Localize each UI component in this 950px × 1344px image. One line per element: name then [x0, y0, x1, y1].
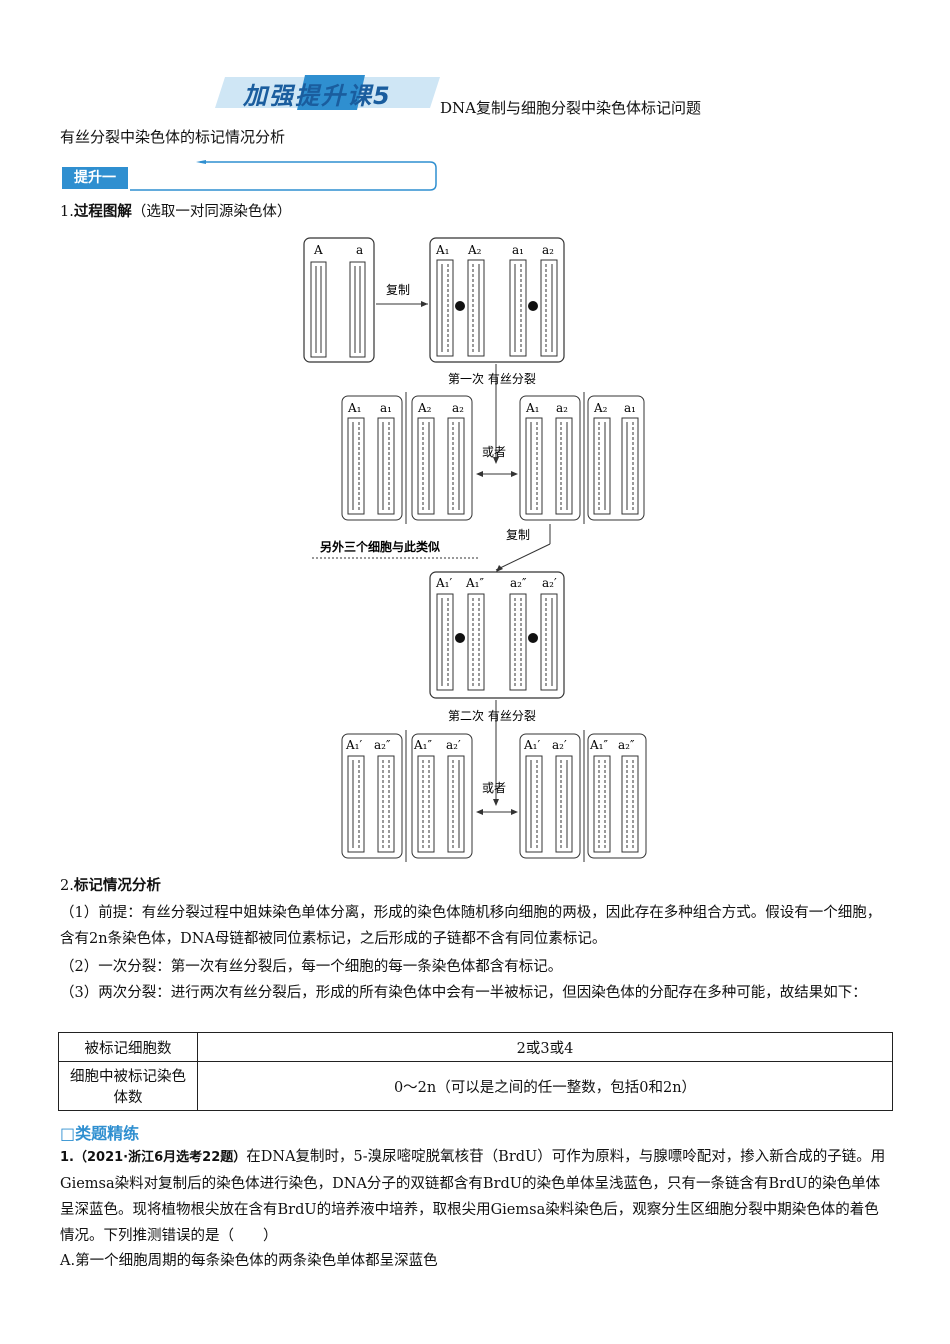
- svg-text:A₁: A₁: [347, 401, 361, 415]
- label-A2: A₂: [467, 243, 482, 257]
- daughter-cells-1: A₁ a₁ A₂ a₂: [341, 392, 473, 524]
- svg-text:A₁: A₁: [525, 401, 539, 415]
- cell-replicated-2: A₁′ A₁″ a₂″ a₂′: [429, 571, 565, 699]
- label-A1: A₁: [435, 243, 449, 257]
- part2-number: 2.: [60, 878, 74, 894]
- svg-text:a₂″: a₂″: [510, 576, 527, 590]
- svg-text:A₂: A₂: [593, 401, 608, 415]
- svg-text:a₂′: a₂′: [552, 738, 567, 752]
- svg-text:A₁″: A₁″: [413, 738, 432, 752]
- svg-text:a₂′: a₂′: [446, 738, 461, 752]
- first-division-label: 第一次 有丝分裂: [448, 372, 536, 386]
- banner-background: [215, 75, 440, 110]
- others-note: 另外三个细胞与此类似: [320, 539, 440, 554]
- process-diagram: A a 复制 A₁ A₂ a₁ a₂ 第一次 有丝分裂 A₁ a₁: [300, 232, 650, 866]
- svg-text:a₂′: a₂′: [542, 576, 557, 590]
- svg-text:a₂: a₂: [452, 401, 464, 415]
- or-label-2: 或者: [482, 781, 506, 795]
- svg-text:A₁′: A₁′: [435, 576, 452, 590]
- part1-title: 过程图解: [73, 204, 132, 220]
- svg-text:A₁′: A₁′: [345, 738, 362, 752]
- question-1-source: 1.（2021·浙江6月选考22题）: [60, 1150, 247, 1165]
- banner-title: 加强提升课5: [243, 82, 392, 110]
- cell-replicated: A₁ A₂ a₁ a₂: [429, 237, 565, 363]
- lesson-banner: 加强提升课5: [215, 72, 440, 112]
- svg-text:A₂: A₂: [417, 401, 432, 415]
- tishen-bar: 提升一: [60, 160, 440, 196]
- table-cell-label: 细胞中被标记染色体数: [58, 1061, 198, 1111]
- label-A: A: [313, 243, 323, 257]
- process-diagram-svg: A a 复制 A₁ A₂ a₁ a₂ 第一次 有丝分裂 A₁ a₁: [303, 237, 647, 862]
- svg-text:A₁″: A₁″: [465, 576, 484, 590]
- label-a1: a₁: [512, 243, 524, 257]
- label-result-table: 被标记细胞数 2或3或4 细胞中被标记染色体数 0～2n（可以是之间的任一整数，…: [58, 1032, 893, 1111]
- question-1: 1.（2021·浙江6月选考22题）在DNA复制时，5-溴尿嘧啶脱氧核苷（Brd…: [60, 1144, 892, 1249]
- or-label-1: 或者: [482, 445, 506, 459]
- tishen-label: 提升一: [62, 167, 128, 189]
- svg-text:a₂″: a₂″: [374, 738, 391, 752]
- daughter-cells-2: A₁ a₂ A₂ a₁: [519, 392, 645, 524]
- cell-initial: A a: [303, 237, 375, 363]
- part2-heading: 2.标记情况分析: [60, 873, 892, 899]
- question-1-text: 在DNA复制时，5-溴尿嘧啶脱氧核苷（BrdU）可作为原料，与腺嘌呤配对，掺入新…: [60, 1149, 886, 1244]
- part2-para3: （3）两次分裂：进行两次有丝分裂后，形成的所有染色体中会有一半被标记，但因染色体…: [60, 985, 867, 1001]
- svg-text:a₂: a₂: [556, 401, 568, 415]
- table-cell-value: 2或3或4: [197, 1032, 893, 1062]
- copy-label-2: 复制: [506, 528, 530, 542]
- copy-label: 复制: [386, 283, 410, 297]
- svg-text:A₁′: A₁′: [523, 738, 540, 752]
- table-cell-value: 0～2n（可以是之间的任一整数，包括0和2n）: [197, 1061, 893, 1111]
- part2-title: 标记情况分析: [73, 878, 161, 894]
- tishen-frame: [130, 160, 437, 191]
- daughter-cells-3: A₁′ a₂″ A₁″ a₂′: [341, 730, 473, 862]
- option-a: A.第一个细胞周期的每条染色体的两条染色单体都呈深蓝色: [60, 1253, 438, 1269]
- part1-note: （选取一对同源染色体）: [131, 204, 292, 220]
- part2-para1: （1）前提：有丝分裂过程中姐妹染色单体分离，形成的染色体随机移向细胞的两极，因此…: [60, 905, 882, 947]
- part2-para2: （2）一次分裂：第一次有丝分裂后，每一个细胞的每一条染色体都含有标记。: [60, 959, 563, 975]
- label-a2: a₂: [542, 243, 554, 257]
- practice-heading: □类题精练: [60, 1124, 140, 1143]
- lesson-subtitle: DNA复制与细胞分裂中染色体标记问题: [440, 99, 701, 117]
- table-row: 被标记细胞数 2或3或4: [58, 1032, 893, 1062]
- part1-heading: 1.过程图解（选取一对同源染色体）: [60, 199, 892, 225]
- svg-text:A₁″: A₁″: [589, 738, 608, 752]
- part1-number: 1.: [60, 204, 74, 220]
- svg-text:a₂″: a₂″: [618, 738, 635, 752]
- table-cell-label: 被标记细胞数: [58, 1032, 198, 1062]
- second-division-label: 第二次 有丝分裂: [448, 709, 536, 723]
- section-title: 有丝分裂中染色体的标记情况分析: [60, 128, 286, 146]
- svg-text:a₁: a₁: [624, 401, 636, 415]
- svg-text:a₁: a₁: [380, 401, 392, 415]
- label-a: a: [356, 243, 363, 257]
- table-row: 细胞中被标记染色体数 0～2n（可以是之间的任一整数，包括0和2n）: [58, 1061, 893, 1111]
- daughter-cells-4: A₁′ a₂′ A₁″ a₂″: [519, 730, 647, 862]
